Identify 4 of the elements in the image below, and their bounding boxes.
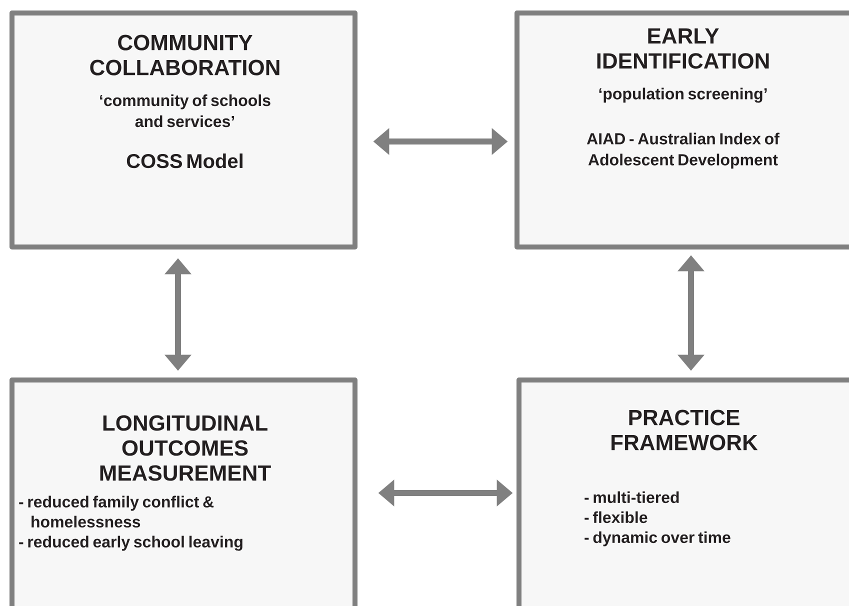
text-box: EARLY IDENTIFICATION ‘population screening’ AIAD - Australian Index of Adolescent Development xyxy=(514,10,849,250)
text-box: LONGITUDINAL OUTCOMES MEASUREMENT - reduced family conflict & homelessness - reduced early school leaving xyxy=(10,378,358,606)
text-box: COMMUNITY COLLABORATION ‘community of schools and services’ COSS Model xyxy=(10,10,358,250)
text-box: PRACTICE FRAMEWORK - multi-tiered - flexible - dynamic over time xyxy=(516,378,849,606)
